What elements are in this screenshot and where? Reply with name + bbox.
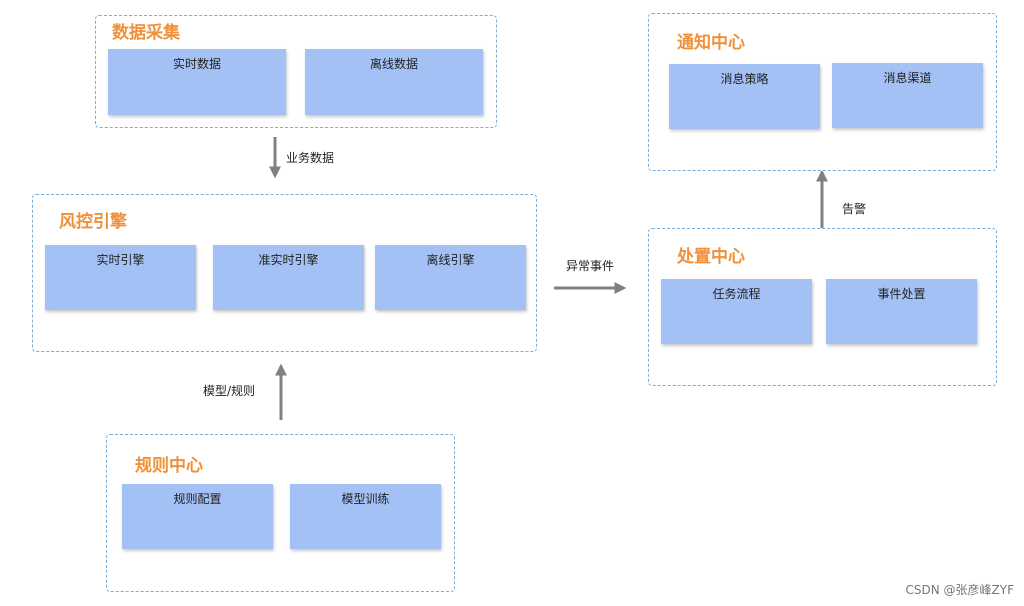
node-offline-data: 离线数据 <box>305 49 483 115</box>
group-notification-center: 通知中心 消息策略 消息渠道 <box>648 13 997 171</box>
label-alert: 告警 <box>842 202 867 216</box>
node-task-flow: 任务流程 <box>661 279 812 344</box>
node-model-training: 模型训练 <box>290 484 441 549</box>
group-title-notification-center: 通知中心 <box>677 33 745 53</box>
group-risk-engine: 风控引擎 实时引擎 准实时引擎 离线引擎 <box>32 194 537 352</box>
node-message-strategy: 消息策略 <box>669 64 820 129</box>
label-abnormal-event: 异常事件 <box>566 259 615 273</box>
node-near-realtime-engine: 准实时引擎 <box>213 245 364 310</box>
group-disposal-center: 处置中心 任务流程 事件处置 <box>648 228 997 386</box>
group-title-data-collection: 数据采集 <box>112 23 180 43</box>
label-model-rule: 模型/规则 <box>203 384 256 398</box>
group-data-collection: 数据采集 实时数据 离线数据 <box>95 15 497 128</box>
node-event-disposal: 事件处置 <box>826 279 977 344</box>
node-message-channel: 消息渠道 <box>832 63 983 128</box>
node-realtime-data: 实时数据 <box>108 49 286 115</box>
group-title-rule-center: 规则中心 <box>135 456 203 476</box>
node-realtime-engine: 实时引擎 <box>45 245 196 310</box>
watermark-text: CSDN @张彦峰ZYF <box>905 583 1014 597</box>
group-title-disposal-center: 处置中心 <box>677 247 745 267</box>
node-rule-config: 规则配置 <box>122 484 273 549</box>
group-rule-center: 规则中心 规则配置 模型训练 <box>106 434 455 592</box>
label-business-data: 业务数据 <box>286 151 335 165</box>
group-title-risk-engine: 风控引擎 <box>59 212 127 232</box>
node-offline-engine: 离线引擎 <box>375 245 526 310</box>
